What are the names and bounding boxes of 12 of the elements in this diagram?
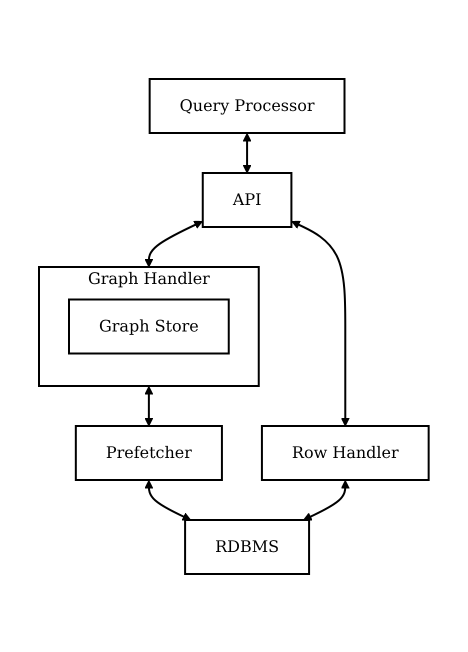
node-box: RDBMS: [184, 518, 310, 574]
node-box: Row Handler: [261, 424, 430, 480]
arrow: [144, 386, 154, 426]
node-box: Graph Store: [68, 298, 230, 354]
arrow: [292, 220, 350, 426]
node-box: API: [202, 172, 293, 228]
arrow: [303, 480, 350, 520]
node-box: Prefetcher: [75, 424, 224, 480]
arrow: [242, 132, 252, 173]
arrow: [144, 220, 203, 267]
arrow: [144, 480, 192, 520]
node-box: Query Processor: [148, 78, 346, 134]
